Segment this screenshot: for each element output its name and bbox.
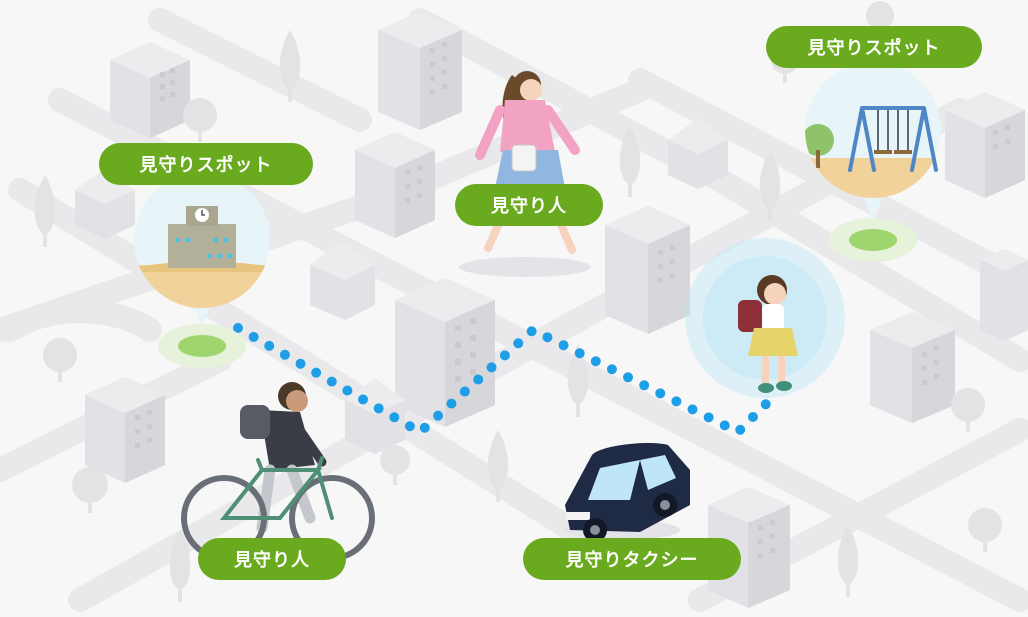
cyclist-icon [240,382,327,534]
taxi-label: 見守りタクシー [523,538,741,580]
spot-label-right: 見守りスポット [766,26,982,68]
park-spot-bubble [805,62,941,222]
buildings [75,12,1028,608]
walker-label: 見守り人 [455,184,603,226]
school-icon [168,206,236,268]
child-icon [738,275,798,393]
trees [34,1,1002,602]
taxi-car-icon [564,443,690,542]
spot-label-left: 見守りスポット [99,143,313,185]
watch-route-path [233,323,777,439]
bicycle-icon [181,456,375,561]
school-spot-bubble [134,172,270,328]
cyclist-label: 見守り人 [198,538,346,580]
swing-icon [848,106,938,172]
